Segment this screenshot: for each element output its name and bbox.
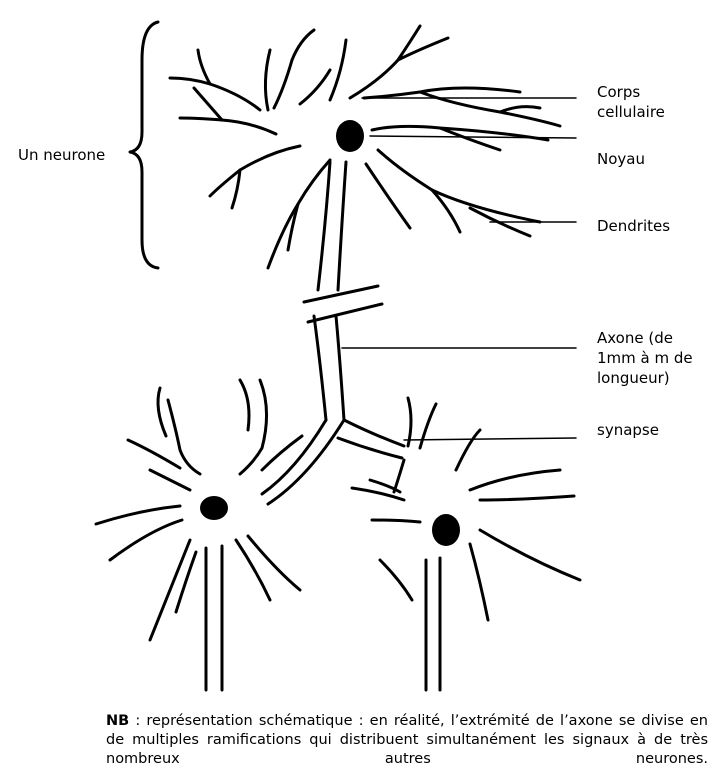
label-axone-line1: Axone (de: [597, 328, 693, 348]
label-dendrites: Dendrites: [597, 216, 670, 236]
neuron-brace: [130, 22, 158, 268]
nucleus-lower-left: [200, 496, 228, 520]
label-axone-line3: longueur): [597, 368, 693, 388]
footnote-text: : représentation schématique : en réalit…: [106, 713, 708, 767]
nucleus-main: [336, 120, 364, 152]
lower-right-neuron: [352, 398, 580, 690]
main-neuron: [170, 26, 560, 268]
axon-right: [338, 162, 346, 290]
label-corps-line1: Corps: [597, 82, 665, 102]
axon-break-2: [308, 304, 382, 322]
axon-left: [318, 162, 330, 290]
label-corps-line2: cellulaire: [597, 102, 665, 122]
axon-break-1: [304, 286, 378, 302]
footnote-prefix: NB: [106, 713, 129, 729]
label-axone: Axone (de 1mm à m de longueur): [597, 328, 693, 388]
leader-synapse: [404, 438, 576, 440]
axon-left-lower: [314, 316, 326, 420]
label-synapse: synapse: [597, 420, 659, 440]
label-corps-cellulaire: Corps cellulaire: [597, 82, 665, 122]
nucleus-lower-right: [432, 514, 460, 546]
axon-branch-left-b: [268, 420, 344, 504]
axon-right-lower: [336, 316, 344, 420]
label-un-neurone: Un neurone: [18, 145, 105, 165]
label-noyau: Noyau: [597, 149, 645, 169]
label-axone-line2: 1mm à m de: [597, 348, 693, 368]
leader-noyau: [370, 136, 576, 138]
footnote: NB : représentation schématique : en réa…: [106, 712, 708, 769]
lower-left-neuron: [96, 380, 302, 690]
